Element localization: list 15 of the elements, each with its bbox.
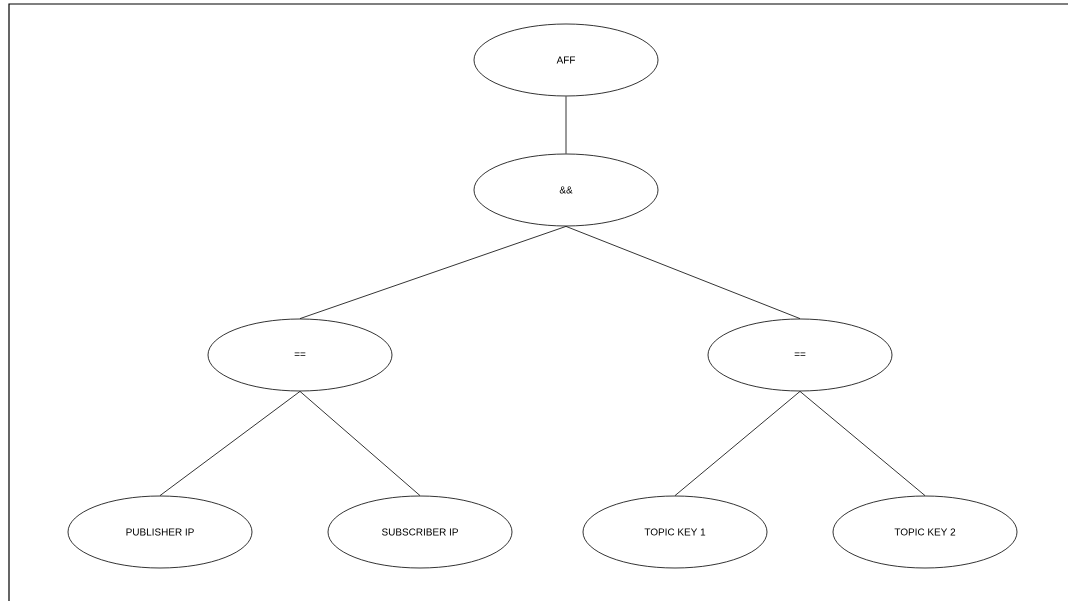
ellipse-node: && [473, 153, 659, 227]
connector-line [799, 391, 926, 496]
ellipse-node: == [707, 318, 893, 392]
connector-line [565, 96, 567, 154]
ellipse-node: == [207, 318, 393, 392]
connector-line [299, 226, 567, 319]
connector-line [299, 391, 421, 496]
connector-line [674, 391, 801, 496]
ellipse-node: TOPIC KEY 2 [832, 495, 1018, 569]
ellipse-node: PUBLISHER IP [67, 495, 253, 569]
ellipse-node: AFF [473, 23, 659, 97]
ellipse-node: TOPIC KEY 1 [582, 495, 768, 569]
connector-line [565, 226, 801, 319]
connector-line [159, 391, 301, 496]
ellipse-node: SUBSCRIBER IP [327, 495, 513, 569]
